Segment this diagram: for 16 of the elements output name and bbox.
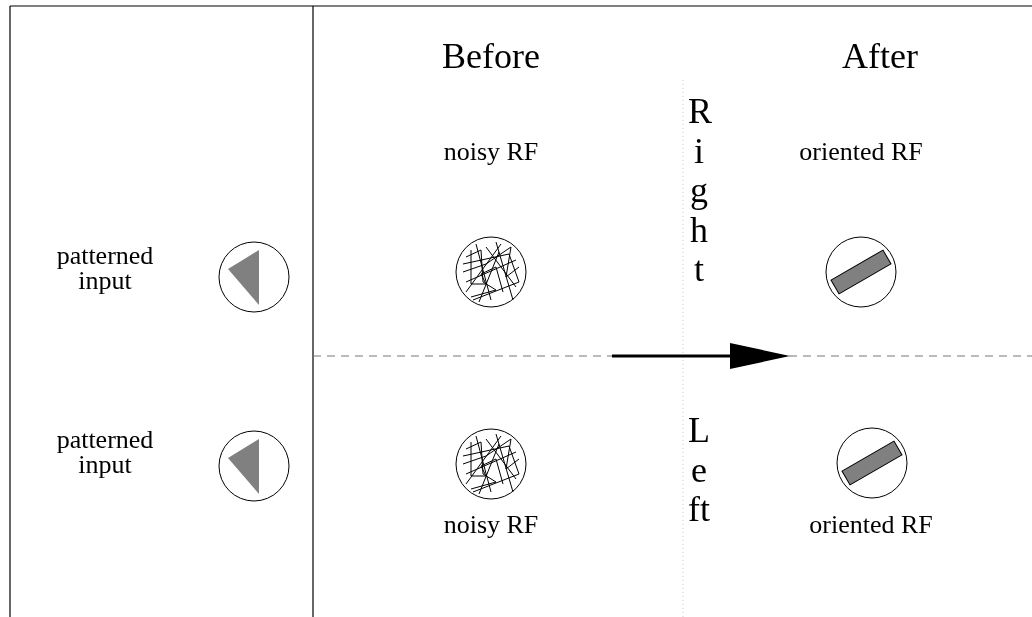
caption-text: noisy RF bbox=[442, 513, 540, 538]
input-pattern-drawing bbox=[218, 241, 290, 313]
column-heading: After bbox=[841, 38, 919, 74]
caption-text: patterned input bbox=[55, 428, 155, 478]
input-pattern-drawing bbox=[218, 430, 290, 502]
caption-text: patterned input bbox=[55, 244, 155, 294]
noisy-field-drawing bbox=[455, 236, 527, 308]
caption-text: oriented RF bbox=[808, 513, 934, 538]
noisy-field-drawing bbox=[455, 428, 527, 500]
column-heading: Before bbox=[441, 38, 541, 74]
vertical-label: Right bbox=[688, 92, 710, 290]
caption-text: oriented RF bbox=[798, 140, 924, 165]
oriented-field-drawing bbox=[825, 236, 897, 308]
caption-text: noisy RF bbox=[442, 140, 540, 165]
oriented-field-drawing bbox=[836, 427, 908, 499]
vertical-label: Left bbox=[688, 411, 710, 530]
